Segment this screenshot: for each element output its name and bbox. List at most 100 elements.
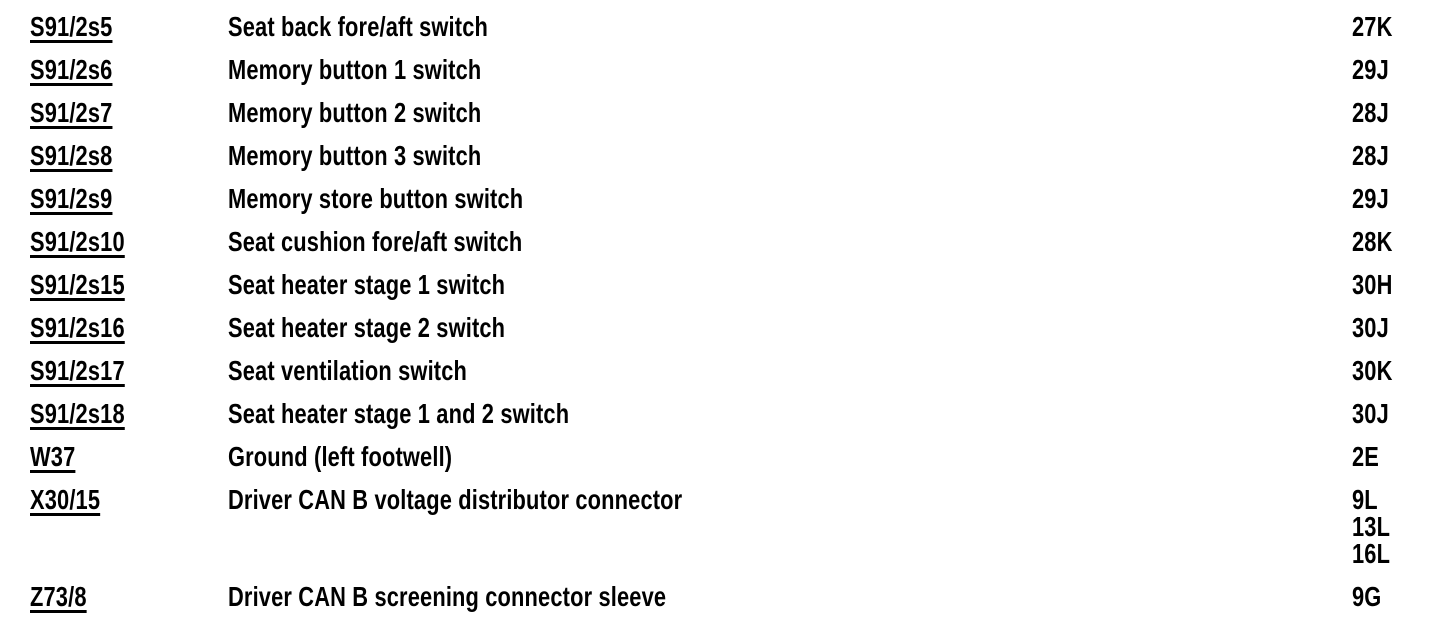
grid-reference: 29J: [1352, 183, 1456, 214]
grid-reference: 9G: [1352, 581, 1456, 612]
component-description: Memory button 1 switch: [228, 54, 482, 85]
component-code-link[interactable]: S91/2s5: [30, 11, 113, 42]
component-code-cell: S91/2s10: [30, 226, 228, 257]
grid-reference-value: 13L: [1352, 511, 1391, 542]
component-description-cell: Seat heater stage 2 switch: [228, 312, 1352, 343]
legend-row: S91/2s8 Memory button 3 switch 28J: [30, 140, 1456, 171]
grid-reference-value: 28J: [1352, 140, 1389, 171]
grid-reference-list: 30J: [1352, 398, 1456, 429]
component-code-link[interactable]: S91/2s9: [30, 183, 113, 214]
component-code-cell: W37: [30, 441, 228, 472]
grid-reference-value: 29J: [1352, 183, 1389, 214]
grid-reference-list: 30J: [1352, 312, 1456, 343]
legend-row: S91/2s17 Seat ventilation switch 30K: [30, 355, 1456, 386]
component-code-cell: S91/2s8: [30, 140, 228, 171]
component-description: Driver CAN B voltage distributor connect…: [228, 484, 683, 515]
component-description-cell: Seat ventilation switch: [228, 355, 1352, 386]
grid-reference-list: 9G: [1352, 581, 1456, 612]
grid-reference: 30J: [1352, 398, 1456, 429]
legend-row: S91/2s18 Seat heater stage 1 and 2 switc…: [30, 398, 1456, 429]
component-description: Driver CAN B screening connector sleeve: [228, 581, 667, 612]
component-code-link[interactable]: S91/2s17: [30, 355, 125, 386]
legend-row: S91/2s15 Seat heater stage 1 switch 30H: [30, 269, 1456, 300]
component-description-cell: Memory button 3 switch: [228, 140, 1352, 171]
grid-reference-list: 29J: [1352, 54, 1456, 85]
legend-row: X30/15 Driver CAN B voltage distributor …: [30, 484, 1456, 569]
component-description-cell: Seat heater stage 1 and 2 switch: [228, 398, 1352, 429]
grid-reference-list: 28J: [1352, 140, 1456, 171]
component-description: Seat heater stage 2 switch: [228, 312, 506, 343]
grid-reference: 28J: [1352, 97, 1456, 128]
grid-reference-value: 29J: [1352, 54, 1389, 85]
component-description-cell: Memory store button switch: [228, 183, 1352, 214]
grid-reference-value: 9G: [1352, 581, 1382, 612]
grid-reference-value: 28K: [1352, 226, 1393, 257]
component-description-cell: Driver CAN B voltage distributor connect…: [228, 484, 1352, 515]
wiring-legend-table: S91/2s5 Seat back fore/aft switch 27K S9…: [30, 11, 1456, 612]
component-code-cell: S91/2s18: [30, 398, 228, 429]
component-description: Ground (left footwell): [228, 441, 453, 472]
grid-reference-value: 28J: [1352, 97, 1389, 128]
legend-row: Z73/8 Driver CAN B screening connector s…: [30, 581, 1456, 612]
component-code-cell: S91/2s15: [30, 269, 228, 300]
component-description: Seat heater stage 1 switch: [228, 269, 506, 300]
legend-row: S91/2s5 Seat back fore/aft switch 27K: [30, 11, 1456, 42]
legend-row: S91/2s9 Memory store button switch 29J: [30, 183, 1456, 214]
component-description: Seat cushion fore/aft switch: [228, 226, 523, 257]
legend-row: S91/2s16 Seat heater stage 2 switch 30J: [30, 312, 1456, 343]
component-code-link[interactable]: W37: [30, 441, 76, 472]
component-code-cell: S91/2s7: [30, 97, 228, 128]
grid-reference-list: 30H: [1352, 269, 1456, 300]
component-code-cell: S91/2s16: [30, 312, 228, 343]
component-description-cell: Seat heater stage 1 switch: [228, 269, 1352, 300]
component-code-link[interactable]: S91/2s8: [30, 140, 113, 171]
component-code-cell: S91/2s6: [30, 54, 228, 85]
grid-reference-value: 2E: [1352, 441, 1380, 472]
component-description: Seat ventilation switch: [228, 355, 468, 386]
component-code-link[interactable]: Z73/8: [30, 581, 87, 612]
grid-reference: 30K: [1352, 357, 1456, 385]
grid-reference-value: 9L: [1352, 484, 1378, 515]
component-code-link[interactable]: S91/2s10: [30, 226, 125, 257]
grid-reference-list: 2E: [1352, 441, 1456, 472]
grid-reference: 29J: [1352, 54, 1456, 85]
grid-reference-value: 16L: [1352, 538, 1391, 569]
grid-reference: 28K: [1352, 226, 1456, 257]
grid-reference: 27K: [1352, 11, 1456, 42]
component-code-link[interactable]: S91/2s6: [30, 54, 113, 85]
grid-reference-value: 27K: [1352, 11, 1393, 42]
component-description-cell: Driver CAN B screening connector sleeve: [228, 581, 1352, 612]
grid-reference: 28J: [1352, 140, 1456, 171]
component-description: Memory button 2 switch: [228, 97, 482, 128]
grid-reference-list: 29J: [1352, 183, 1456, 214]
component-code-cell: X30/15: [30, 484, 228, 515]
component-code-cell: S91/2s5: [30, 11, 228, 42]
component-description: Seat heater stage 1 and 2 switch: [228, 398, 570, 429]
component-description-cell: Seat cushion fore/aft switch: [228, 226, 1352, 257]
component-code-link[interactable]: S91/2s16: [30, 312, 125, 343]
component-code-cell: Z73/8: [30, 581, 228, 612]
grid-reference-list: 28K: [1352, 226, 1456, 257]
component-description-cell: Ground (left footwell): [228, 441, 1352, 472]
grid-reference: 9L: [1352, 484, 1456, 515]
component-code-link[interactable]: S91/2s15: [30, 269, 125, 300]
component-code-link[interactable]: S91/2s7: [30, 97, 113, 128]
component-code-link[interactable]: X30/15: [30, 484, 101, 515]
legend-row: S91/2s6 Memory button 1 switch 29J: [30, 54, 1456, 85]
grid-reference: 13L: [1352, 511, 1456, 542]
component-description: Memory store button switch: [228, 183, 524, 214]
grid-reference: 30H: [1352, 269, 1456, 300]
grid-reference-list: 28J: [1352, 97, 1456, 128]
component-code-cell: S91/2s9: [30, 183, 228, 214]
component-code-cell: S91/2s17: [30, 355, 228, 386]
grid-reference-value: 30H: [1352, 269, 1393, 300]
component-description: Seat back fore/aft switch: [228, 11, 489, 42]
component-code-link[interactable]: S91/2s18: [30, 398, 125, 429]
grid-reference-value: 30J: [1352, 398, 1389, 429]
grid-reference: 2E: [1352, 441, 1456, 472]
grid-reference-value: 30J: [1352, 312, 1389, 343]
grid-reference: 30J: [1352, 312, 1456, 343]
component-description: Memory button 3 switch: [228, 140, 482, 171]
legend-row: S91/2s7 Memory button 2 switch 28J: [30, 97, 1456, 128]
grid-reference: 16L: [1352, 538, 1456, 569]
